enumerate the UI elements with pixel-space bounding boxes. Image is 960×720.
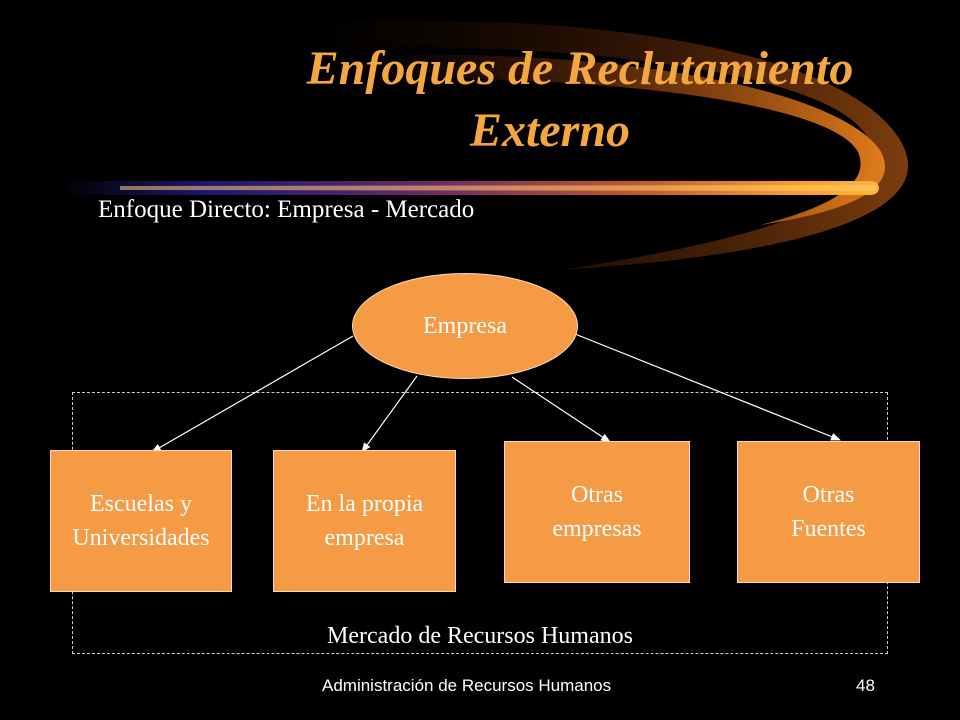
connector-otras-empresas: [511, 376, 611, 443]
node-escuelas-universidades: Escuelas y Universidades: [50, 450, 232, 592]
connector-propia-empresa: [361, 375, 418, 453]
slide-title-line-1: Enfoques de Reclutamiento: [306, 42, 854, 95]
slide-title-line-2: Externo: [469, 104, 631, 157]
footer-text: Administración de Recursos Humanos: [322, 676, 612, 695]
market-label: Mercado de Recursos Humanos: [327, 623, 633, 649]
node-otras-empresas: Otras empresas: [504, 441, 690, 583]
slide-title: Enfoques de Reclutamiento Externo: [180, 38, 960, 162]
decorative-swoosh: [60, 20, 909, 270]
node-empresa: Empresa: [352, 273, 578, 379]
connector-escuelas: [151, 335, 354, 453]
node-propia-empresa: En la propia empresa: [273, 450, 456, 592]
node-otras-fuentes: Otras Fuentes: [737, 441, 920, 583]
page-number: 48: [856, 676, 875, 695]
connector-otras-fuentes: [574, 333, 841, 441]
slide-subtitle: Enfoque Directo: Empresa - Mercado: [98, 196, 475, 223]
